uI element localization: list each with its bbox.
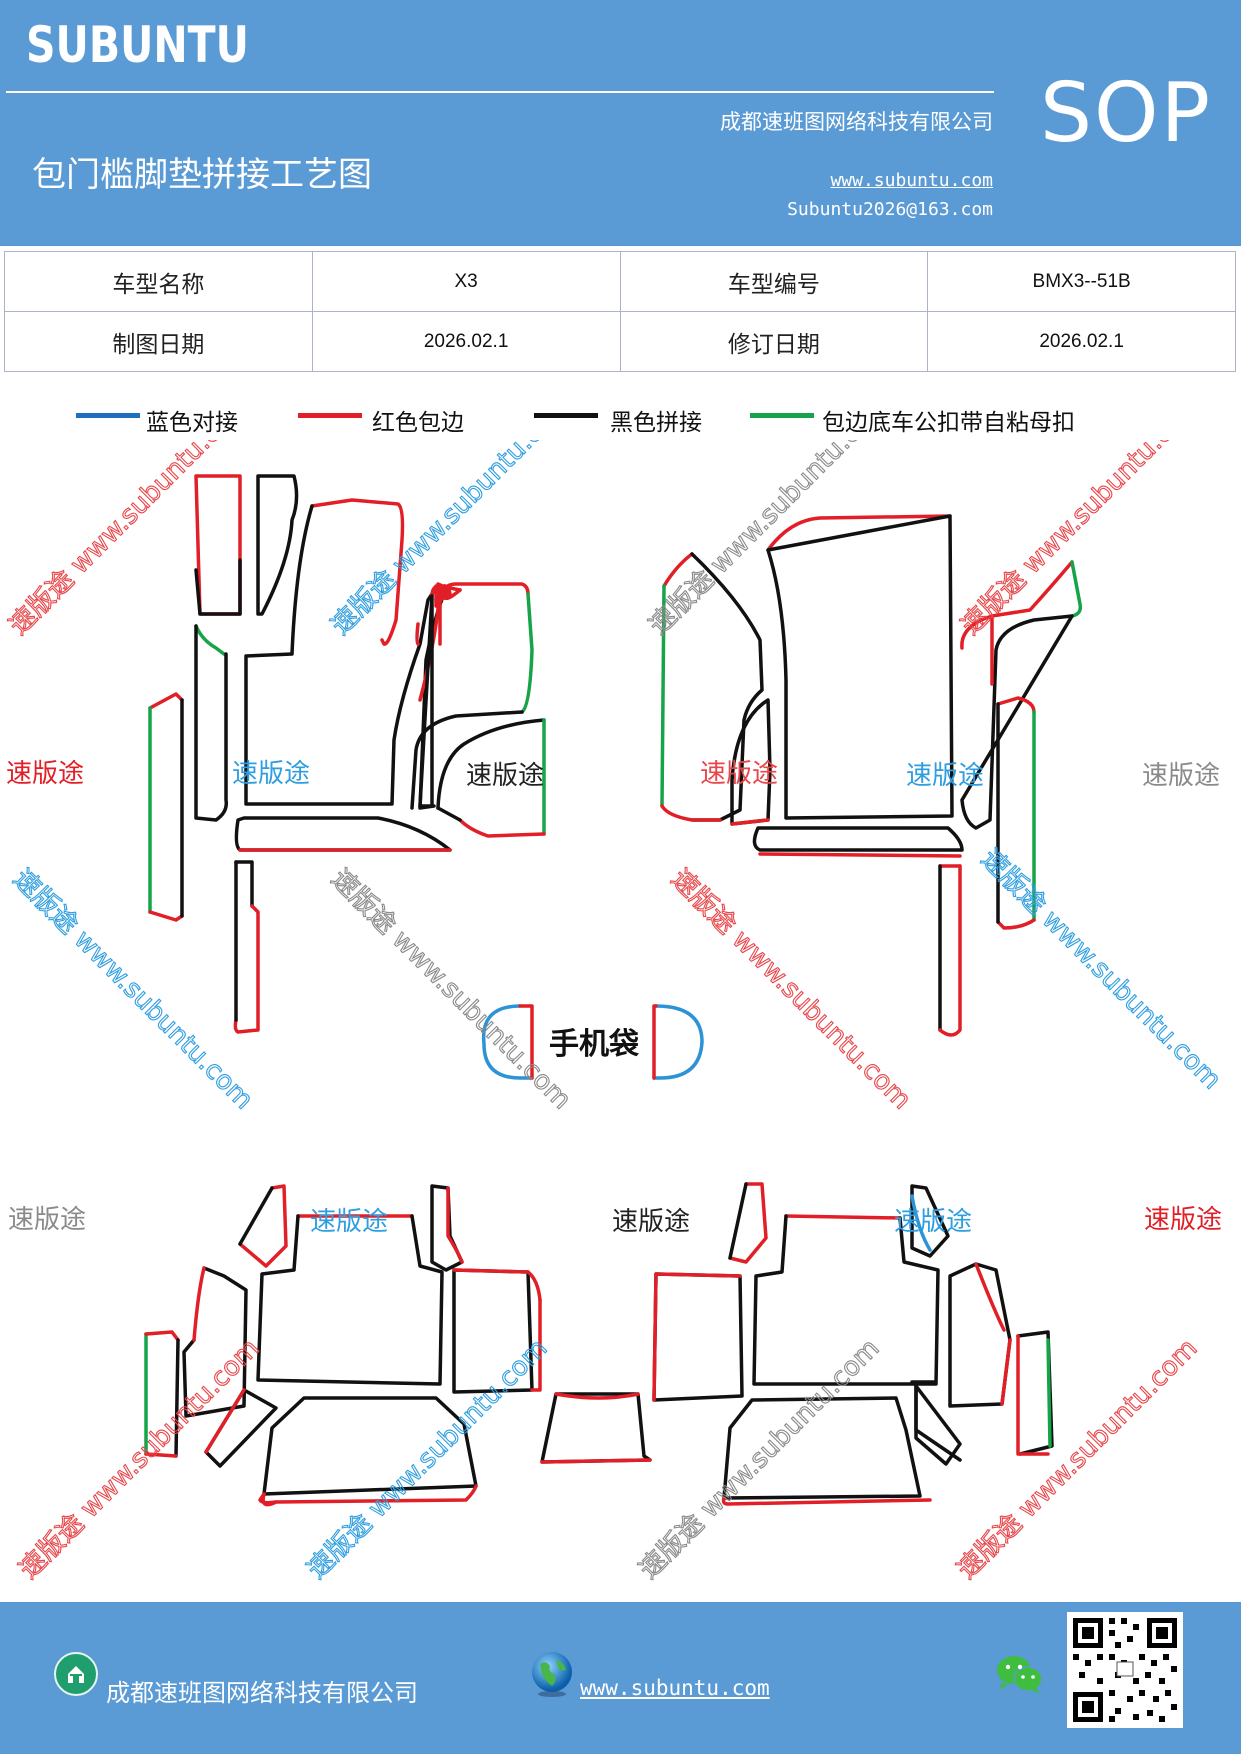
watermark-word: 速版途 <box>1142 761 1220 791</box>
watermark-word: 速版途 <box>310 1207 388 1237</box>
model-name-label: 车型名称 <box>4 251 313 312</box>
watermark-url: 速版途 www.subuntu.com <box>7 864 259 1116</box>
globe-icon <box>528 1650 576 1698</box>
watermark-word: 速版途 <box>700 759 778 789</box>
wechat-icon <box>994 1652 1046 1696</box>
watermarks: 速版途 www.subuntu.com 速版途 www.subuntu.com … <box>3 440 1227 1585</box>
watermark-word: 速版途 <box>232 759 310 789</box>
brand-logo: SUBUNTU <box>26 16 249 74</box>
revise-date-value: 2026.02.1 <box>927 311 1236 372</box>
footer-bar: 成都速班图网络科技有限公司 www.subuntu.com <box>0 1602 1241 1754</box>
revise-date-label: 修订日期 <box>619 311 929 372</box>
info-table: 车型名称 X3 车型编号 BMX3--51B 制图日期 2026.02.1 修订… <box>4 251 1236 372</box>
watermark-url: 速版途 www.subuntu.com <box>634 1333 886 1585</box>
watermark-url: 速版途 www.subuntu.com <box>665 864 917 1116</box>
info-row: 制图日期 2026.02.1 修订日期 2026.02.1 <box>4 311 1236 372</box>
top-left-mats <box>148 474 546 1034</box>
header-divider <box>6 91 994 93</box>
model-name-value: X3 <box>311 251 621 312</box>
header-email: Subuntu2026@163.com <box>787 199 993 220</box>
qr-code-icon <box>1067 1612 1183 1728</box>
watermark-word: 速版途 <box>612 1207 690 1237</box>
header-company: 成都速班图网络科技有限公司 <box>720 110 993 134</box>
bottom-right-mats <box>652 1182 1054 1506</box>
legend-black-label: 黑色拼接 <box>610 410 702 436</box>
watermark-url: 速版途 www.subuntu.com <box>325 864 577 1116</box>
info-row: 车型名称 X3 车型编号 BMX3--51B <box>4 251 1236 312</box>
watermark-word: 速版途 <box>1144 1205 1222 1235</box>
model-code-value: BMX3--51B <box>927 251 1236 312</box>
watermark-url: 速版途 www.subuntu.com <box>975 844 1227 1096</box>
page-title: 包门槛脚垫拼接工艺图 <box>32 155 372 195</box>
mat-diagram: .k{fill:none;stroke:#111;stroke-width:3.… <box>3 440 1227 1585</box>
footer-website-link[interactable]: www.subuntu.com <box>580 1676 770 1700</box>
watermark-url: 速版途 www.subuntu.com <box>4 440 256 641</box>
draw-date-label: 制图日期 <box>4 311 313 372</box>
model-code-label: 车型编号 <box>619 251 929 312</box>
legend-red-label: 红色包边 <box>372 410 464 436</box>
phone-bag: 手机袋 <box>481 1004 704 1080</box>
header-bar: SUBUNTU 成都速班图网络科技有限公司 包门槛脚垫拼接工艺图 www.sub… <box>0 0 1241 246</box>
building-icon <box>54 1652 98 1696</box>
bottom-left-mats <box>144 1184 652 1507</box>
top-right-mats <box>660 514 1083 1037</box>
watermark-word: 速版途 <box>6 759 84 789</box>
draw-date-value: 2026.02.1 <box>311 311 621 372</box>
watermark-word: 速版途 <box>8 1205 86 1235</box>
legend-blue-swatch <box>76 413 140 418</box>
legend-red-swatch <box>298 413 362 418</box>
watermark-url: 速版途 www.subuntu.com <box>956 440 1208 641</box>
watermark-word: 速版途 <box>906 761 984 791</box>
phone-bag-label: 手机袋 <box>549 1027 639 1062</box>
watermark-url: 速版途 www.subuntu.com <box>302 1333 554 1585</box>
watermark-url: 速版途 www.subuntu.com <box>952 1333 1204 1585</box>
legend-black-swatch <box>534 413 598 418</box>
legend-green-label: 包边底车公扣带自粘母扣 <box>822 410 1075 436</box>
watermark-word: 速版途 <box>894 1207 972 1237</box>
header-website-link[interactable]: www.subuntu.com <box>830 170 993 191</box>
legend-green-swatch <box>750 413 814 418</box>
watermark-url: 速版途 www.subuntu.com <box>326 440 578 641</box>
watermark-word: 速版途 <box>466 761 544 791</box>
legend-blue-label: 蓝色对接 <box>146 410 238 436</box>
watermark-url: 速版途 www.subuntu.com <box>644 440 896 641</box>
footer-company: 成都速班图网络科技有限公司 <box>106 1679 418 1707</box>
sop-badge: SOP <box>1040 66 1213 161</box>
